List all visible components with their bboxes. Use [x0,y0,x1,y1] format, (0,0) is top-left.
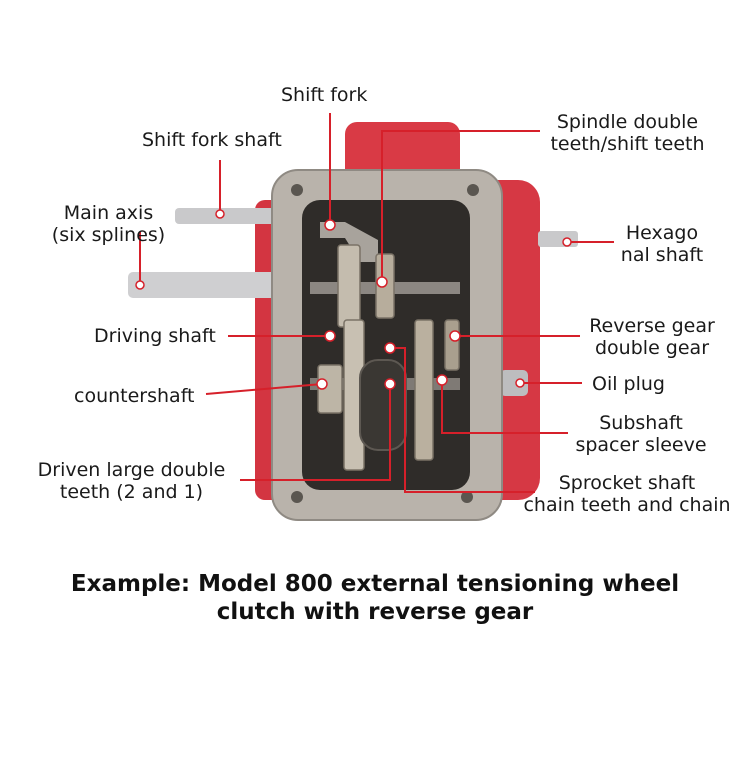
red-housing-top [345,122,460,182]
label-hex-shaft-line1: Hexago [625,222,699,244]
marker-driven-gear [384,378,396,390]
label-reverse-gear-line1: Reverse gear [589,315,715,337]
marker-sprocket [384,342,396,354]
label-reverse-gear: Reverse gear double gear [577,315,727,359]
label-spacer-sleeve-line2: spacer sleeve [575,434,707,456]
marker-driving-shaft [324,330,336,342]
main-axis-shaft [128,272,288,298]
label-hex-shaft-line2: nal shaft [620,244,704,266]
gear-stack-lower [317,319,460,471]
mount-hole [467,184,479,196]
label-hex-shaft: Hexago nal shaft [612,222,712,266]
label-spacer-sleeve: Subshaft spacer sleeve [566,412,716,456]
label-driven-gear-line1: Driven large double [37,459,226,481]
leader-spacer-sleeve [441,380,568,434]
leader-spindle-teeth [381,130,540,282]
label-sprocket-line2: chain teeth and chain [523,494,731,516]
marker-shift-fork-shaft [215,209,225,219]
label-sprocket-line1: Sprocket shaft [558,472,696,494]
label-countershaft: countershaft [74,385,195,407]
marker-spacer-sleeve [436,374,448,386]
label-reverse-gear-line2: double gear [595,337,709,359]
marker-spindle-teeth [376,276,388,288]
marker-main-axis [135,280,145,290]
mount-hole [291,491,303,503]
leader-driven-gear [240,384,391,481]
label-shift-fork: Shift fork [281,84,368,106]
label-driven-gear-line2: teeth (2 and 1) [59,481,204,503]
marker-shift-fork [324,219,336,231]
label-driven-gear: Driven large double teeth (2 and 1) [30,459,233,503]
oil-plug [500,370,528,396]
marker-countershaft [316,378,328,390]
marker-reverse-gear [449,330,461,342]
mount-hole [291,184,303,196]
shift-fork [320,222,378,262]
label-main-axis: Main axis (six splines) [46,202,171,246]
caption-line2: clutch with reverse gear [216,599,534,625]
label-spindle-teeth-line1: Spindle double [556,111,699,133]
label-oil-plug: Oil plug [592,373,665,395]
caption-line1: Example: Model 800 external tensioning w… [70,571,680,597]
label-sprocket: Sprocket shaft chain teeth and chain [514,472,740,516]
shift-fork-shaft [175,208,285,224]
label-spindle-teeth: Spindle double teeth/shift teeth [540,111,715,155]
label-main-axis-line2: (six splines) [51,224,166,246]
label-driving-shaft: Driving shaft [94,325,216,347]
label-spindle-teeth-line2: teeth/shift teeth [550,133,705,155]
label-spacer-sleeve-line1: Subshaft [599,412,683,434]
leader-sprocket [390,347,535,493]
label-main-axis-line1: Main axis [63,202,154,224]
label-shift-fork-shaft: Shift fork shaft [142,129,282,151]
marker-hex-shaft [562,237,572,247]
mount-hole [461,491,473,503]
marker-oil-plug [515,378,525,388]
leader-countershaft [205,383,323,395]
